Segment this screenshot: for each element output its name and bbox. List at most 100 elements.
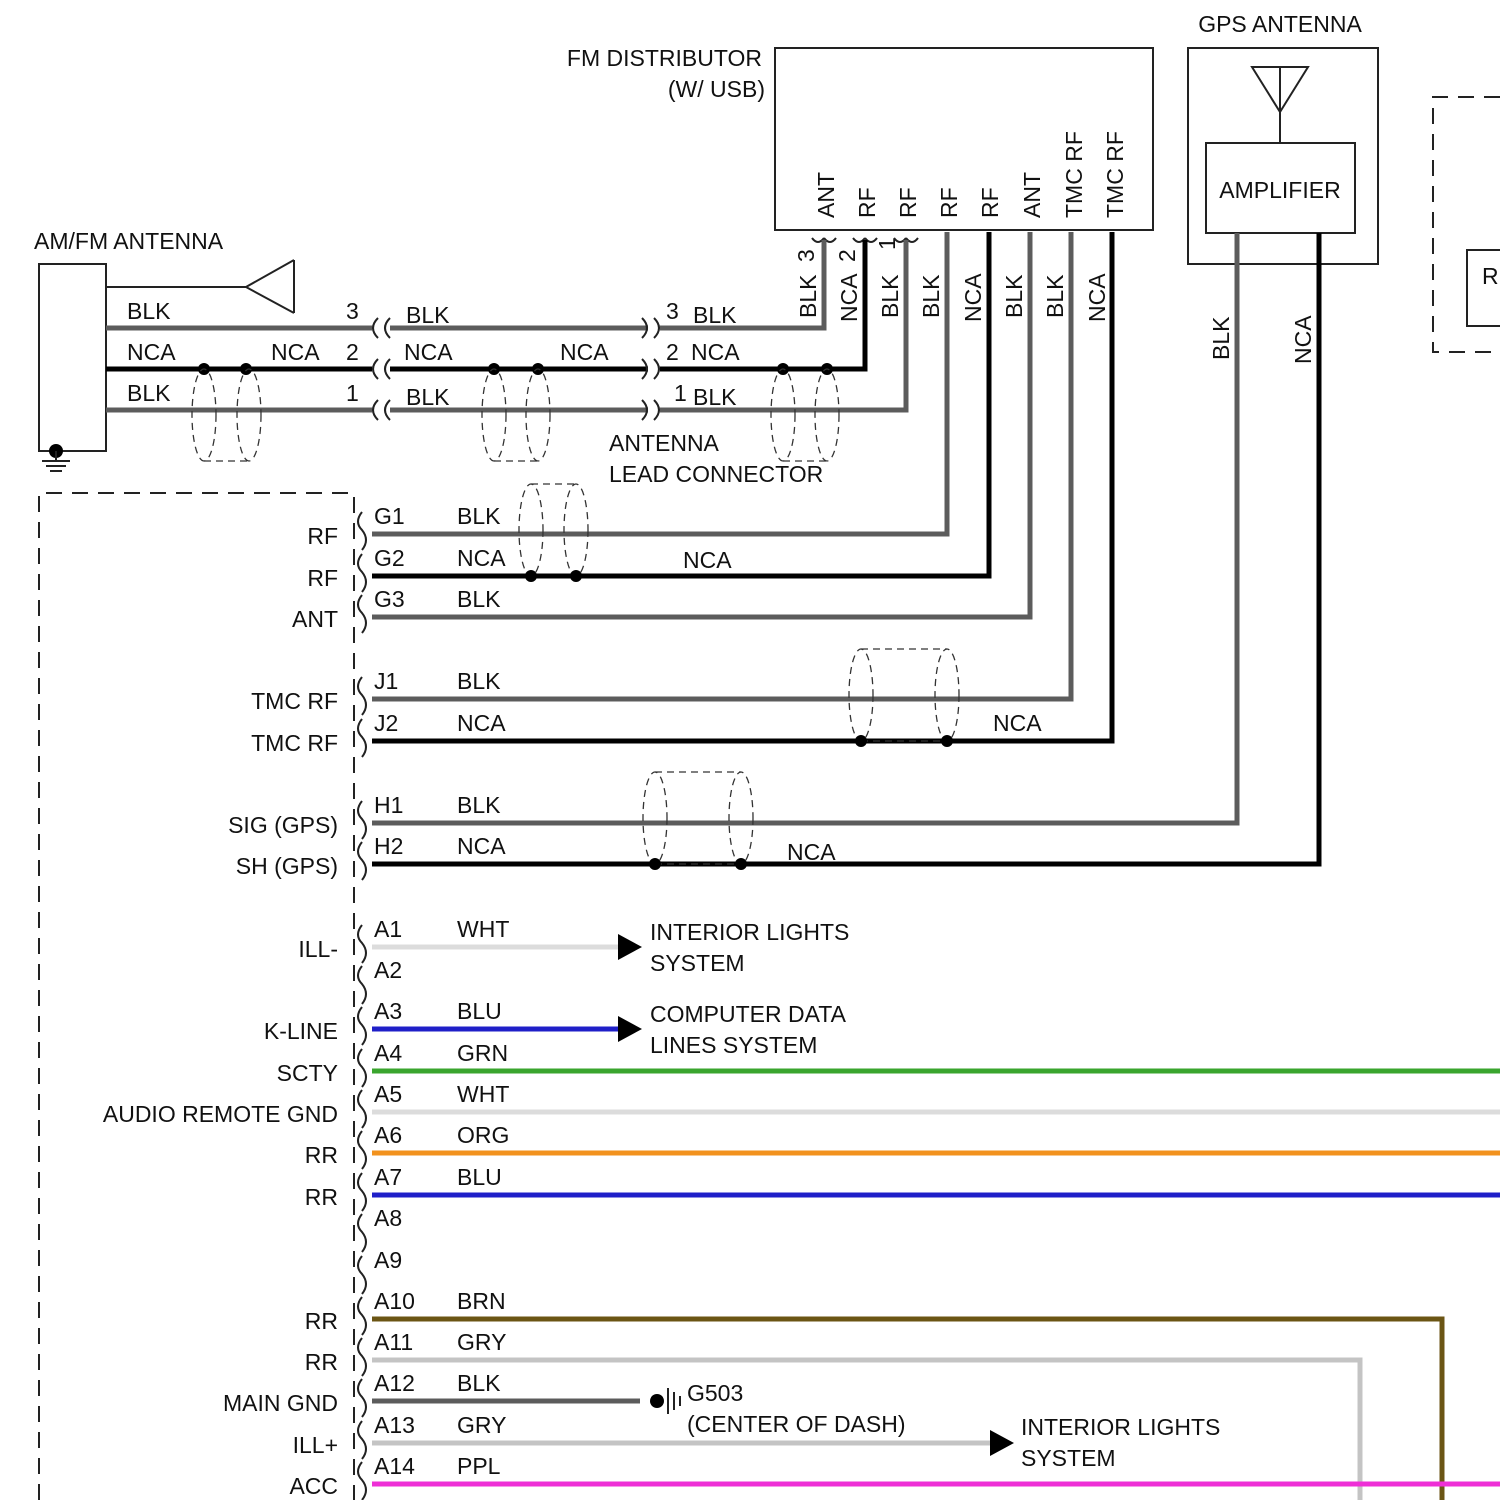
connector-pin-number: 1 bbox=[346, 380, 359, 406]
wire-color-label: BLU bbox=[457, 998, 502, 1024]
arrow-icon bbox=[990, 1430, 1014, 1456]
ground-icon bbox=[42, 444, 70, 471]
pin-number: A3 bbox=[374, 998, 402, 1024]
pin-connector bbox=[358, 677, 366, 715]
wire-color-label: BLK bbox=[1042, 274, 1068, 318]
fm-distributor-subtitle: (W/ USB) bbox=[668, 76, 765, 102]
fm-pin-label: RF bbox=[936, 187, 962, 218]
wire-color-label: NCA bbox=[1084, 273, 1110, 322]
wire-color-label: NCA bbox=[457, 710, 506, 736]
pin-number: G2 bbox=[374, 545, 405, 571]
destination-label: INTERIOR LIGHTS bbox=[1021, 1414, 1220, 1440]
wire-color-label: BRN bbox=[457, 1288, 506, 1314]
partial-box-label: R bbox=[1482, 263, 1499, 289]
pin-function-label: RF bbox=[307, 565, 338, 591]
pin-connector bbox=[358, 1379, 366, 1417]
fm-pin-label: ANT bbox=[813, 172, 839, 218]
wire-color-label: BLK bbox=[457, 792, 501, 818]
pin-connector bbox=[358, 1256, 366, 1294]
pin-function-label: ILL- bbox=[298, 936, 338, 962]
destination-label: SYSTEM bbox=[1021, 1445, 1116, 1471]
pin-connector bbox=[358, 1338, 366, 1376]
pin-number: A4 bbox=[374, 1040, 402, 1066]
wire-color-label: NCA bbox=[457, 833, 506, 859]
pin-number: A9 bbox=[374, 1247, 402, 1273]
pin-function-label: RR bbox=[305, 1142, 338, 1168]
wire-color-label: BLK bbox=[795, 274, 821, 318]
pin-connector bbox=[358, 1049, 366, 1087]
pin-connector bbox=[358, 595, 366, 633]
fm-distributor-title: FM DISTRIBUTOR bbox=[567, 45, 762, 71]
connector-pin-number: 1 bbox=[674, 380, 687, 406]
pin-connector bbox=[358, 966, 366, 1004]
fm-pin-label: RF bbox=[895, 187, 921, 218]
destination-label: SYSTEM bbox=[650, 950, 745, 976]
wire-color-label: BLK bbox=[127, 380, 171, 406]
wire-color-label: BLK bbox=[693, 302, 737, 328]
pin-connector bbox=[358, 801, 366, 839]
pin-number: J2 bbox=[374, 710, 398, 736]
pin-connector bbox=[358, 1090, 366, 1128]
pin-number: A7 bbox=[374, 1164, 402, 1190]
pin-connector bbox=[358, 1297, 366, 1335]
wire-color-label: BLK bbox=[918, 274, 944, 318]
wire-color-label: NCA bbox=[404, 339, 453, 365]
pin-number: A11 bbox=[374, 1329, 413, 1355]
pin-connector bbox=[358, 1173, 366, 1211]
pin-function-label: TMC RF bbox=[251, 730, 338, 756]
wire-color-label: NCA bbox=[787, 839, 836, 865]
gps-antenna-title: GPS ANTENNA bbox=[1198, 11, 1362, 37]
wire-color-label: NCA bbox=[1290, 315, 1316, 364]
pin-function-label: K-LINE bbox=[264, 1018, 338, 1044]
pin-function-label: AUDIO REMOTE GND bbox=[103, 1101, 338, 1127]
partial-component-box: R bbox=[1433, 97, 1500, 352]
pin-connector bbox=[358, 554, 366, 592]
lead-connector-label: LEAD CONNECTOR bbox=[609, 461, 823, 487]
destination-label: INTERIOR LIGHTS bbox=[650, 919, 849, 945]
fm-pin-number: 3 bbox=[793, 249, 819, 262]
wire-color-label: GRY bbox=[457, 1329, 506, 1355]
pin-number: A12 bbox=[374, 1370, 415, 1396]
pin-connector bbox=[358, 925, 366, 963]
pin-function-label: ACC bbox=[289, 1473, 338, 1499]
pin-function-label: MAIN GND bbox=[223, 1390, 338, 1416]
pin-function-label: RF bbox=[307, 523, 338, 549]
amfm-antenna-title: AM/FM ANTENNA bbox=[34, 228, 224, 254]
wire-color-label: BLK bbox=[457, 503, 501, 529]
amplifier-label: AMPLIFIER bbox=[1219, 177, 1340, 203]
fm-pin-label: TMC RF bbox=[1102, 131, 1128, 218]
fm-pin-label: ANT bbox=[1019, 172, 1045, 218]
wire-color-label: WHT bbox=[457, 916, 509, 942]
wire-color-label: BLK bbox=[877, 274, 903, 318]
wire-color-label: NCA bbox=[683, 547, 732, 573]
pin-function-label: TMC RF bbox=[251, 688, 338, 714]
gps-antenna: GPS ANTENNA AMPLIFIER bbox=[1188, 11, 1378, 264]
pin-connector bbox=[358, 1214, 366, 1252]
arrow-icon bbox=[618, 934, 642, 960]
pin-number: A8 bbox=[374, 1205, 402, 1231]
pin-function-label: ILL+ bbox=[293, 1432, 338, 1458]
pin-connector bbox=[358, 512, 366, 550]
connector-pin-number: 2 bbox=[666, 339, 679, 365]
wire-color-label: NCA bbox=[691, 339, 740, 365]
pin-function-label: ANT bbox=[292, 606, 338, 632]
pin-connector bbox=[358, 1462, 366, 1500]
pin-number: G3 bbox=[374, 586, 405, 612]
pin-number: A6 bbox=[374, 1122, 402, 1148]
wire-color-label: BLK bbox=[1001, 274, 1027, 318]
pin-number: G1 bbox=[374, 503, 405, 529]
fm-pin-label: RF bbox=[977, 187, 1003, 218]
arrow-icon bbox=[618, 1016, 642, 1042]
fm-pin-label: RF bbox=[854, 187, 880, 218]
pin-connector bbox=[358, 1421, 366, 1459]
pin-function-label: RR bbox=[305, 1308, 338, 1334]
pin-number: A2 bbox=[374, 957, 402, 983]
pin-connector bbox=[358, 1131, 366, 1169]
connector-pin-number: 3 bbox=[346, 298, 359, 324]
connector-pin-number: 3 bbox=[666, 298, 679, 324]
antenna-harness: BLK NCA BLK NCA 3 2 1 BLK NCA BLK NCA 3 … bbox=[106, 240, 906, 487]
wire-color-label: BLK bbox=[127, 298, 171, 324]
wire-color-label: NCA bbox=[127, 339, 176, 365]
pin-number: A13 bbox=[374, 1412, 415, 1438]
